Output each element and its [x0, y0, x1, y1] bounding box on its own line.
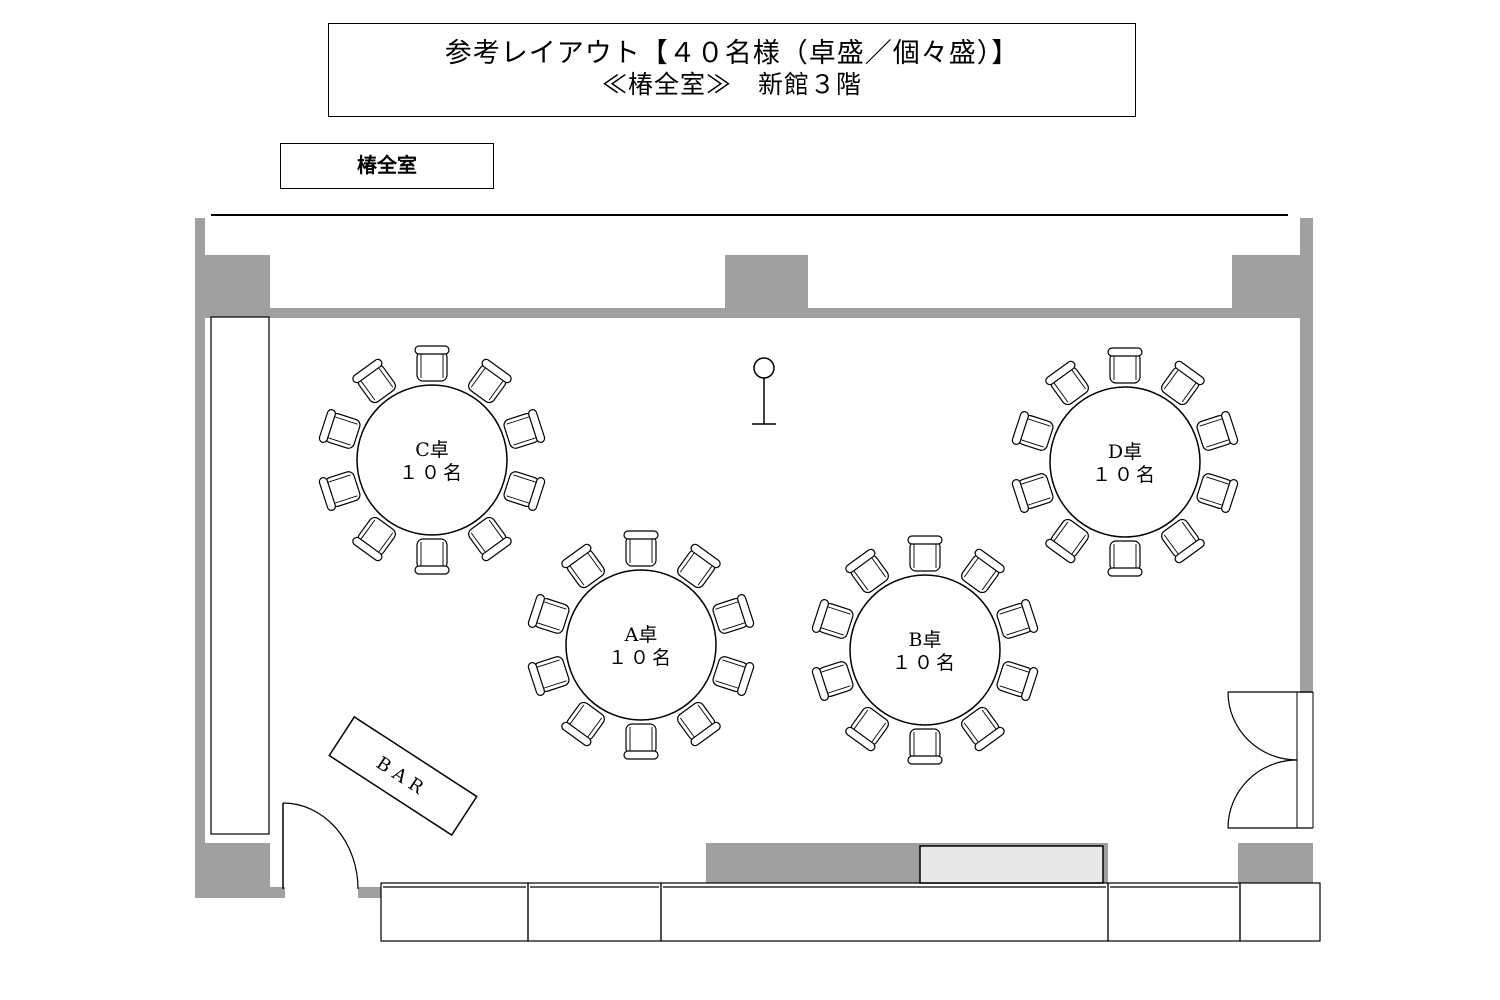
title-box: 参考レイアウト【４０名様（卓盛／個々盛）】 ≪椿全室≫ 新館３階 [328, 23, 1136, 117]
chair-icon [503, 409, 546, 449]
table-b[interactable]: B卓 １０名 [811, 535, 1039, 765]
chair-icon [677, 543, 721, 589]
wall-left [195, 218, 205, 898]
chair-icon [677, 701, 721, 747]
table-c-name: C卓 [415, 439, 449, 461]
pillar-top-left [195, 255, 270, 308]
chair-icon [1161, 518, 1205, 564]
chair-icon [561, 543, 605, 589]
wall-top-inner [195, 308, 1313, 318]
table-d-capacity: １０名 [1092, 464, 1158, 486]
table-d-top [1049, 386, 1201, 538]
chair-icon [1107, 540, 1143, 577]
wall-stub-door [358, 887, 381, 898]
chair-icon [961, 706, 1005, 752]
chair-icon [961, 548, 1005, 594]
chair-icon [503, 471, 546, 511]
plan-title: 参考レイアウト【４０名様（卓盛／個々盛）】 [444, 38, 1020, 69]
table-c[interactable]: C卓 １０名 [318, 345, 546, 575]
chair-icon [527, 656, 570, 696]
wall-stub-left [270, 887, 285, 898]
chair-icon [1045, 518, 1089, 564]
chair-icon [527, 594, 570, 634]
chair-icon [352, 358, 396, 404]
chair-icon [1011, 473, 1054, 513]
table-a-name: A卓 [624, 624, 658, 646]
chair-icon [907, 728, 943, 765]
chair-icon [1161, 360, 1205, 406]
table-b-top [849, 574, 1001, 726]
table-a[interactable]: A卓 １０名 [527, 530, 755, 760]
chair-icon [907, 535, 943, 572]
chair-icon [712, 656, 755, 696]
table-a-capacity: １０名 [608, 647, 674, 669]
chair-icon [352, 516, 396, 562]
table-c-capacity: １０名 [399, 462, 465, 484]
table-d[interactable]: D卓 １０名 [1011, 347, 1239, 577]
table-b-name: B卓 [909, 629, 942, 651]
chair-icon [318, 471, 361, 511]
chair-icon [468, 358, 512, 404]
chair-icon [996, 599, 1039, 639]
chair-icon [1045, 360, 1089, 406]
chair-icon [623, 723, 659, 760]
table-a-top [565, 569, 717, 721]
window-panel [919, 845, 1104, 884]
door-right[interactable] [1227, 691, 1314, 829]
pillar-top-right [1232, 255, 1312, 308]
bar-counter: BAR [328, 715, 478, 837]
tables-layer: C卓 １０名 D卓 １０名 A卓 １０名 B卓 １０名 [318, 345, 1239, 765]
chair-icon [845, 548, 889, 594]
room-label: 椿全室 [280, 143, 494, 189]
door-left[interactable] [282, 802, 359, 890]
chair-icon [623, 530, 659, 567]
pillar-bottom-right [1238, 843, 1313, 883]
back-cabinets [380, 882, 1321, 942]
chair-icon [996, 661, 1039, 701]
pillar-top-center [725, 255, 808, 308]
chair-icon [1107, 347, 1143, 384]
chair-icon [414, 345, 450, 382]
pillar-bottom-left [195, 843, 270, 898]
chair-icon [811, 599, 854, 639]
chair-icon [811, 661, 854, 701]
table-d-name: D卓 [1108, 441, 1142, 463]
chair-icon [1196, 473, 1239, 513]
table-c-top [356, 384, 508, 536]
microphone-icon [752, 357, 776, 425]
walls [195, 218, 1313, 898]
chair-icon [1011, 411, 1054, 451]
wall-right [1300, 218, 1313, 693]
plan-subtitle: ≪椿全室≫ 新館３階 [601, 70, 862, 99]
chair-icon [318, 409, 361, 449]
chair-icon [561, 701, 605, 747]
chair-icon [414, 538, 450, 575]
chair-icon [712, 594, 755, 634]
side-counter [210, 316, 270, 835]
table-b-capacity: １０名 [892, 652, 958, 674]
chair-icon [1196, 411, 1239, 451]
chair-icon [845, 706, 889, 752]
chair-icon [468, 516, 512, 562]
